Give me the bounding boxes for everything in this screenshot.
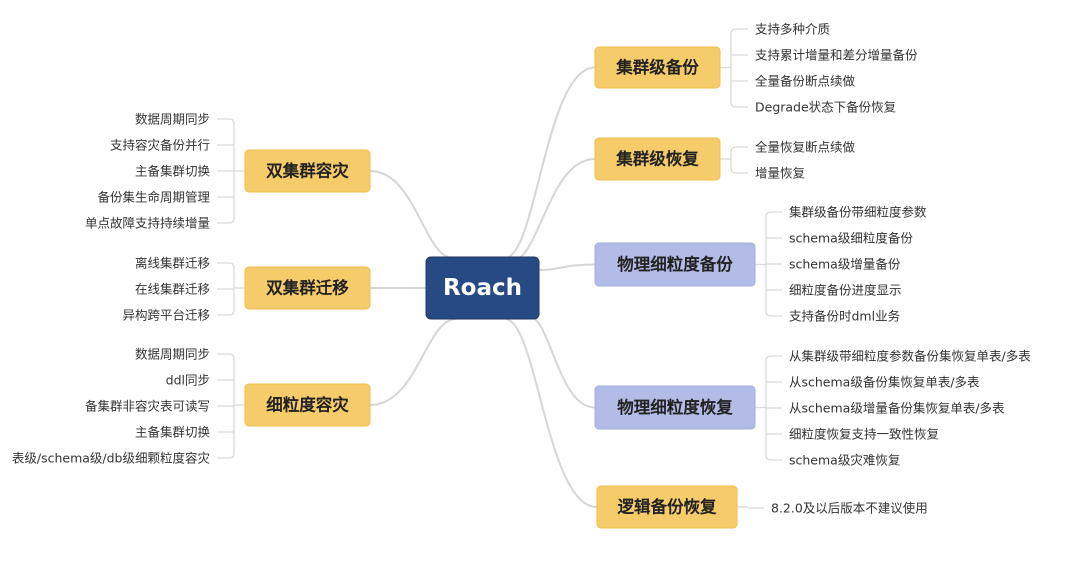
branch-box: [596, 485, 738, 529]
leaf-item-left-2-2[interactable]: 备集群非容灾表可读写: [85, 399, 210, 414]
branch-label: 双集群迁移: [266, 278, 349, 298]
root-box: [425, 256, 540, 320]
connector-right-4: [504, 318, 598, 508]
branch-node-left-2[interactable]: 细粒度容灾: [244, 383, 371, 427]
leaf-item-right-0-0[interactable]: 支持多种介质: [755, 22, 830, 37]
connector-left-0: [369, 170, 454, 259]
branch-box: [594, 385, 756, 430]
leaf-item-right-0-2[interactable]: 全量备份断点续做: [755, 74, 856, 89]
leaf-item-left-0-4[interactable]: 单点故障支持持续增量: [85, 216, 210, 231]
branch-label: 集群级备份: [615, 57, 699, 77]
leaf-item-right-0-3[interactable]: Degrade状态下备份恢复: [755, 100, 897, 115]
branch-node-right-4[interactable]: 逻辑备份恢复: [596, 485, 738, 529]
leaf-item-right-3-3[interactable]: 细粒度恢复支持一致性恢复: [789, 427, 940, 442]
branch-label: 物理细粒度备份: [617, 254, 733, 274]
bracket-line: [730, 146, 748, 174]
branch-box: [594, 242, 756, 287]
leaf-item-right-2-1[interactable]: schema级细粒度备份: [789, 231, 913, 246]
root-node[interactable]: Roach: [425, 256, 540, 320]
leaf-item-right-0-1[interactable]: 支持累计增量和差分增量备份: [755, 48, 918, 63]
leaf-item-right-1-1[interactable]: 增量恢复: [755, 166, 806, 181]
branch-label: 集群级恢复: [615, 149, 699, 169]
branch-node-right-1[interactable]: 集群级恢复: [594, 137, 721, 181]
branch-box: [244, 149, 371, 193]
leaf-item-left-0-3[interactable]: 备份集生命周期管理: [97, 190, 210, 205]
branch-label: 逻辑备份恢复: [618, 497, 718, 517]
connector-right-3: [526, 314, 596, 409]
connector-right-0: [504, 66, 596, 259]
branch-box: [244, 266, 371, 310]
leaf-item-left-1-1[interactable]: 在线集群迁移: [135, 282, 210, 297]
leaf-item-right-1-0[interactable]: 全量恢复断点续做: [755, 140, 856, 155]
branch-label: 物理细粒度恢复: [617, 397, 733, 417]
leaf-item-right-3-0[interactable]: 从集群级带细粒度参数备份集恢复单表/多表: [789, 349, 1031, 364]
branch-label: 双集群容灾: [266, 161, 349, 181]
branch-node-right-3[interactable]: 物理细粒度恢复: [594, 385, 756, 430]
leaf-item-right-3-4[interactable]: schema级灾难恢复: [789, 453, 901, 468]
connector-left-2: [369, 318, 457, 406]
connector-right-2: [538, 263, 596, 271]
root-label: Roach: [443, 275, 522, 301]
leaf-item-left-2-1[interactable]: ddl同步: [166, 373, 210, 388]
branch-node-left-0[interactable]: 双集群容灾: [244, 149, 371, 193]
branch-node-left-1[interactable]: 双集群迁移: [244, 266, 371, 310]
leaf-item-left-0-2[interactable]: 主备集群切换: [135, 164, 211, 179]
leaf-item-left-0-0[interactable]: 数据周期同步: [135, 112, 210, 127]
branch-label: 细粒度容灾: [266, 395, 349, 415]
branch-node-right-2[interactable]: 物理细粒度备份: [594, 242, 756, 287]
branch-node-right-0[interactable]: 集群级备份: [594, 46, 721, 89]
leaf-item-left-2-4[interactable]: 表级/schema级/db级细颗粒度容灾: [12, 451, 211, 466]
leaf-item-right-2-0[interactable]: 集群级备份带细粒度参数: [789, 205, 927, 220]
leaf-item-left-0-1[interactable]: 支持容灾备份并行: [110, 138, 210, 153]
branch-box: [244, 383, 371, 427]
leaf-item-right-3-2[interactable]: 从schema级增量备份集恢复单表/多表: [789, 401, 1005, 416]
connector-right-1: [509, 158, 596, 263]
leaf-item-right-2-3[interactable]: 细粒度备份进度显示: [789, 283, 902, 298]
leaf-item-left-2-3[interactable]: 主备集群切换: [135, 425, 211, 440]
branch-box: [594, 46, 721, 89]
leaf-brackets: [217, 28, 782, 509]
bracket-line: [730, 28, 748, 108]
leaf-item-left-1-0[interactable]: 离线集群迁移: [135, 256, 210, 271]
leaf-item-right-4-0[interactable]: 8.2.0及以后版本不建议使用: [771, 501, 928, 516]
leaf-item-right-2-4[interactable]: 支持备份时dml业务: [789, 309, 900, 324]
leaf-item-right-2-2[interactable]: schema级增量备份: [789, 257, 901, 272]
leaf-item-left-1-2[interactable]: 异构跨平台迁移: [122, 308, 210, 323]
branch-box: [594, 137, 721, 181]
leaf-item-right-3-1[interactable]: 从schema级备份集恢复单表/多表: [789, 375, 980, 390]
leaf-item-left-2-0[interactable]: 数据周期同步: [135, 347, 210, 362]
